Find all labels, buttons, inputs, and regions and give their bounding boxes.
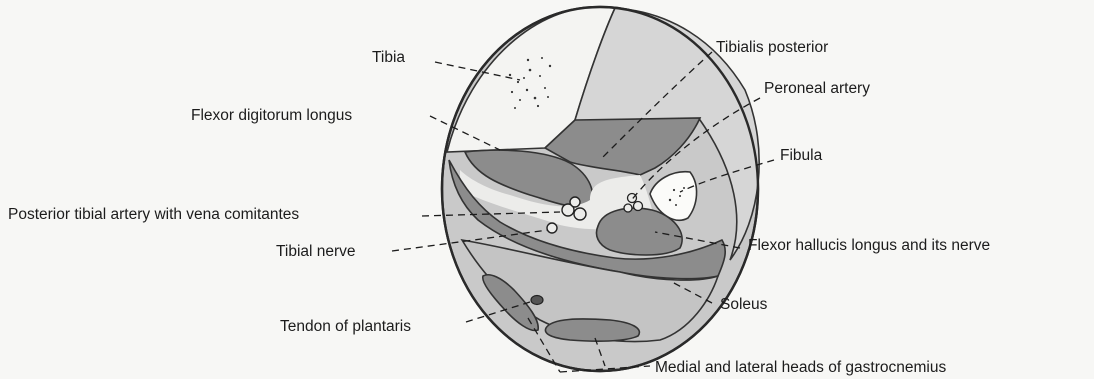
label-tibial-nerve: Tibial nerve bbox=[276, 243, 356, 260]
label-posterior-tibial-artery: Posterior tibial artery with vena comita… bbox=[8, 206, 299, 223]
label-flexor-hallucis-longus: Flexor hallucis longus and its nerve bbox=[748, 237, 990, 254]
gastrocnemius-lateral-head bbox=[545, 319, 639, 341]
label-fibula: Fibula bbox=[780, 147, 823, 164]
label-flexor-digitorum-longus: Flexor digitorum longus bbox=[191, 107, 352, 124]
label-tibialis-posterior: Tibialis posterior bbox=[716, 39, 828, 56]
label-peroneal-artery: Peroneal artery bbox=[764, 80, 870, 97]
label-tendon-of-plantaris: Tendon of plantaris bbox=[280, 318, 411, 335]
label-gastrocnemius: Medial and lateral heads of gastrocnemiu… bbox=[655, 359, 946, 376]
label-soleus: Soleus bbox=[720, 296, 768, 313]
label-tibia: Tibia bbox=[372, 49, 405, 66]
plantaris-tendon bbox=[531, 296, 543, 305]
tibial-nerve-shape bbox=[547, 223, 557, 233]
